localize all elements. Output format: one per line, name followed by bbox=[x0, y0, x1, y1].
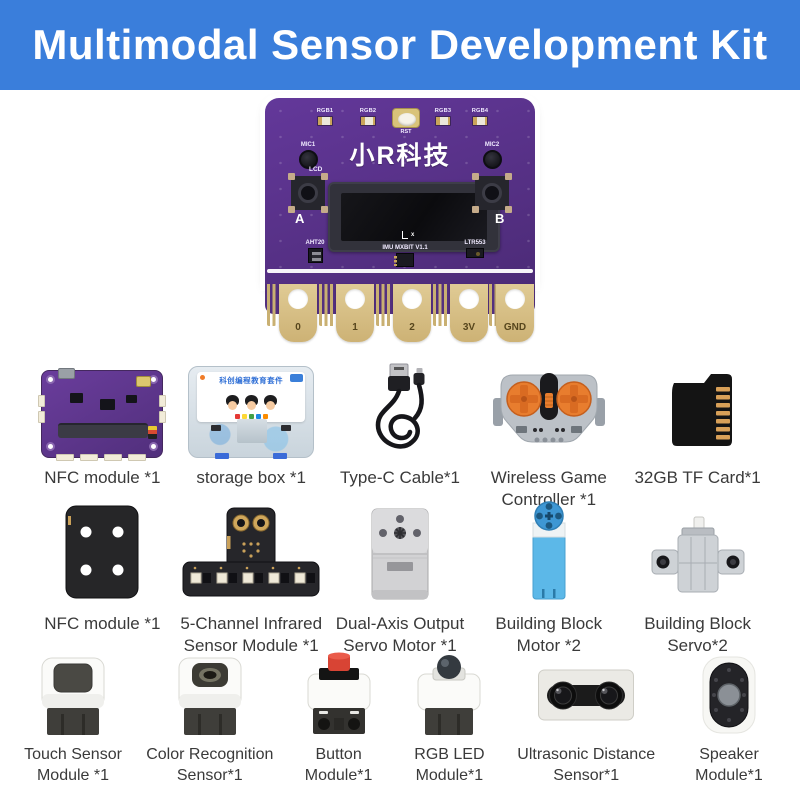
axis-marker-icon: x bbox=[400, 231, 414, 240]
pin-0: 0 bbox=[279, 284, 317, 342]
item-label: storage box *1 bbox=[196, 468, 307, 487]
kit-item-ultrasonic: Ultrasonic Distance Sensor*1 bbox=[507, 650, 665, 787]
mic2: MIC2 bbox=[479, 142, 505, 169]
item-label: Wireless Game Controller *1 bbox=[490, 468, 607, 510]
kit-item-bb-servo: Building Block Servo*2 bbox=[623, 500, 772, 657]
header-banner: Multimodal Sensor Development Kit bbox=[0, 0, 800, 90]
ultrasonic-distance-sensor-image bbox=[537, 650, 635, 736]
kit-item-bb-motor: Building Block Motor *2 bbox=[474, 500, 623, 657]
kit-row-3: Touch Sensor Module *1 Color Recognition… bbox=[12, 650, 788, 787]
pin-gnd: GND bbox=[496, 284, 534, 342]
kit-item-tf-card: 32GB TF Card*1 bbox=[623, 356, 772, 511]
lcd-label: LCD bbox=[309, 166, 323, 173]
type-c-cable-image bbox=[364, 356, 436, 458]
building-block-motor-image bbox=[520, 500, 578, 604]
storage-box-title: 科创编程教育套件 bbox=[219, 376, 284, 385]
kit-item-nfc-module: NFC module *1 bbox=[28, 500, 177, 657]
touch-sensor-module-image bbox=[41, 650, 105, 736]
kit-item-servo-motor: Dual-Axis Output Servo Motor *1 bbox=[326, 500, 475, 657]
color-recognition-sensor-image bbox=[178, 650, 242, 736]
kit-item-typec-cable: Type-C Cable*1 bbox=[326, 356, 475, 511]
brand-text: 小R科技 bbox=[349, 142, 451, 170]
building-block-servo-image bbox=[650, 500, 746, 604]
kit-item-color-sensor: Color Recognition Sensor*1 bbox=[139, 650, 281, 787]
wireless-game-controller-image bbox=[492, 356, 605, 458]
rgb-led-2: RGB2 bbox=[359, 108, 377, 126]
kit-item-nfc-expansion: NFC module *1 bbox=[28, 356, 177, 511]
button-a bbox=[288, 173, 328, 213]
pin-1: 1 bbox=[336, 284, 374, 342]
kit-item-game-controller: Wireless Game Controller *1 bbox=[474, 356, 623, 511]
main-board: RGB1 RGB2 RGB3 RGB4 RST MIC1 MIC2 bbox=[265, 98, 535, 344]
kit-row-1: NFC module *1 科创编程教育套件 bbox=[28, 356, 772, 511]
kit-item-storage-box: 科创编程教育套件 storage box *1 bbox=[177, 356, 326, 511]
rgb-led-module-image bbox=[417, 650, 481, 736]
rgb-led-1: RGB1 bbox=[316, 108, 334, 126]
kit-item-ir-sensor: 5-Channel Infrared Sensor Module *1 bbox=[177, 500, 326, 657]
item-label: 5-Channel Infrared Sensor Module *1 bbox=[180, 614, 323, 656]
item-label: NFC module *1 bbox=[44, 468, 161, 487]
mic1-hole bbox=[298, 150, 318, 169]
item-label: RGB LED Module*1 bbox=[414, 746, 485, 784]
mic1: MIC1 bbox=[295, 142, 321, 169]
kit-row-2: NFC module *1 bbox=[28, 500, 772, 657]
reset-button-cap bbox=[392, 108, 420, 128]
button-module-image bbox=[307, 650, 371, 736]
kit-item-touch-sensor: Touch Sensor Module *1 bbox=[12, 650, 134, 787]
five-channel-infrared-sensor-image bbox=[181, 500, 321, 604]
item-label: Building Block Servo*2 bbox=[644, 614, 751, 656]
item-label: Speaker Module*1 bbox=[695, 746, 763, 784]
main-board-pcb: RGB1 RGB2 RGB3 RGB4 RST MIC1 MIC2 bbox=[265, 98, 535, 286]
item-label: Touch Sensor Module *1 bbox=[24, 746, 122, 784]
rgb-led-4: RGB4 bbox=[471, 108, 489, 126]
kit-item-rgb-led: RGB LED Module*1 bbox=[396, 650, 502, 787]
item-label: NFC module *1 bbox=[44, 614, 161, 633]
rgb-led-3: RGB3 bbox=[434, 108, 452, 126]
mic2-hole bbox=[482, 150, 502, 169]
nfc-expansion-board-image bbox=[38, 356, 167, 461]
board-outline-divider bbox=[267, 269, 533, 273]
nfc-module-image bbox=[64, 500, 140, 604]
button-a-label: A bbox=[295, 211, 305, 226]
reset-button: RST bbox=[390, 108, 422, 135]
speaker-module-image bbox=[701, 650, 757, 736]
imu-sensor: x IMU MXBIT V1.1 bbox=[370, 227, 440, 267]
button-b-label: B bbox=[495, 211, 505, 226]
aht20-sensor: AHT20 bbox=[298, 240, 332, 263]
dual-axis-servo-motor-image bbox=[371, 500, 429, 604]
item-label: Color Recognition Sensor*1 bbox=[146, 746, 274, 784]
ltr553-sensor: LTR553 bbox=[453, 240, 497, 258]
storage-box-image: 科创编程教育套件 bbox=[188, 356, 315, 459]
page-title: Multimodal Sensor Development Kit bbox=[32, 21, 768, 68]
pin-3v: 3V bbox=[450, 284, 488, 342]
pin-2: 2 bbox=[393, 284, 431, 342]
kit-item-button-module: Button Module*1 bbox=[286, 650, 392, 787]
button-b bbox=[472, 173, 512, 213]
oled-screen bbox=[328, 182, 500, 252]
edge-connector: 0 1 2 3V GND bbox=[265, 284, 535, 344]
item-label: Dual-Axis Output Servo Motor *1 bbox=[335, 614, 465, 656]
item-label: 32GB TF Card*1 bbox=[634, 468, 761, 487]
tf-card-image bbox=[654, 356, 742, 458]
kit-item-speaker: Speaker Module*1 bbox=[670, 650, 788, 787]
item-label: Button Module*1 bbox=[304, 746, 373, 784]
item-label: Ultrasonic Distance Sensor*1 bbox=[517, 746, 656, 784]
item-label: Type-C Cable*1 bbox=[339, 468, 460, 487]
item-label: Building Block Motor *2 bbox=[495, 614, 603, 656]
